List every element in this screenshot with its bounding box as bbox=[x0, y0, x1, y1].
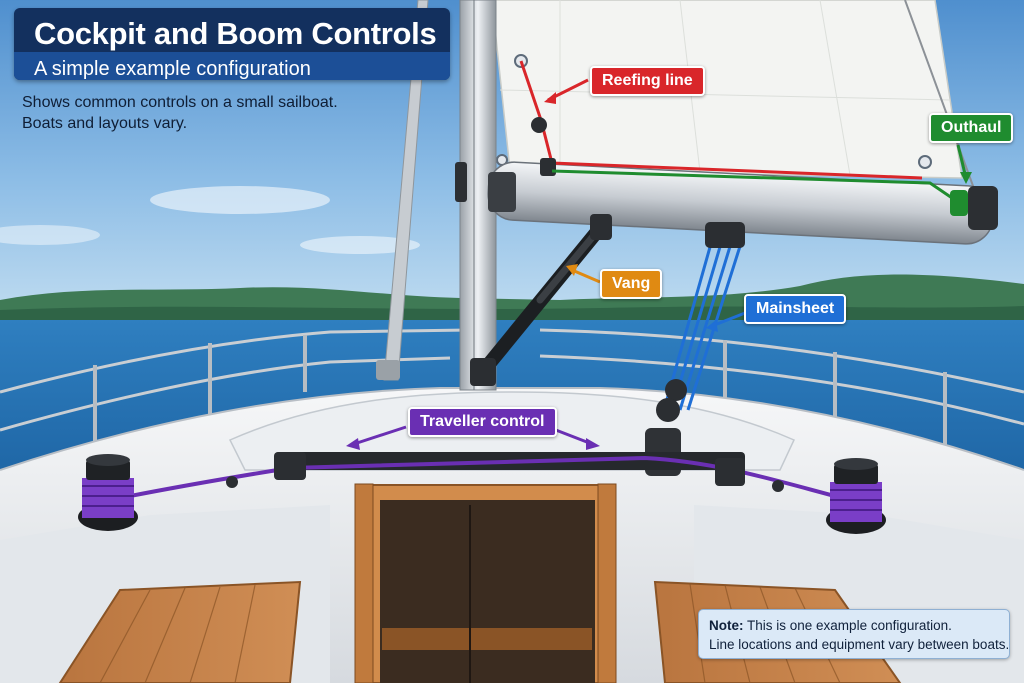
reefing-line-label: Reefing line bbox=[590, 66, 705, 96]
page-subtitle: A simple example configuration bbox=[34, 58, 311, 80]
boom-vang bbox=[470, 214, 612, 386]
mainsail bbox=[491, 0, 963, 179]
note-prefix: Note: bbox=[709, 618, 744, 633]
note-line-1: Note: This is one example configuration. bbox=[709, 616, 999, 635]
vang-label: Vang bbox=[600, 269, 663, 299]
reefing-line bbox=[519, 60, 923, 180]
description-line-2: Boats and layouts vary. bbox=[22, 115, 188, 132]
lifelines bbox=[0, 328, 1024, 432]
subtitle-band bbox=[14, 52, 450, 80]
companionway-opening bbox=[380, 500, 595, 683]
winch-right bbox=[826, 458, 886, 534]
outhaul-label: Outhaul bbox=[929, 113, 1014, 143]
note-box: Note: This is one example configuration.… bbox=[698, 609, 1010, 659]
traveller-control-label: Traveller control bbox=[408, 407, 557, 437]
note-text-1: This is one example configuration. bbox=[747, 618, 952, 633]
note-line-2: Line locations and equipment vary betwee… bbox=[709, 637, 1010, 652]
mainsheet-label: Mainsheet bbox=[744, 294, 847, 324]
title-banner: Cockpit and Boom Controls A simple examp… bbox=[14, 8, 450, 80]
description: Shows common controls on a small sailboa… bbox=[22, 92, 338, 134]
winch-left bbox=[78, 454, 138, 531]
description-line-1: Shows common controls on a small sailboa… bbox=[22, 94, 338, 111]
clew-cringle bbox=[918, 155, 932, 169]
traveller-line bbox=[109, 455, 851, 502]
vang-arrow bbox=[571, 268, 601, 284]
page-title: Cockpit and Boom Controls bbox=[34, 16, 437, 51]
mainsheet-arrow bbox=[711, 311, 746, 328]
traveller-arrow-left bbox=[353, 425, 407, 446]
shroud-pole bbox=[383, 0, 429, 381]
outhaul-line bbox=[551, 169, 956, 202]
